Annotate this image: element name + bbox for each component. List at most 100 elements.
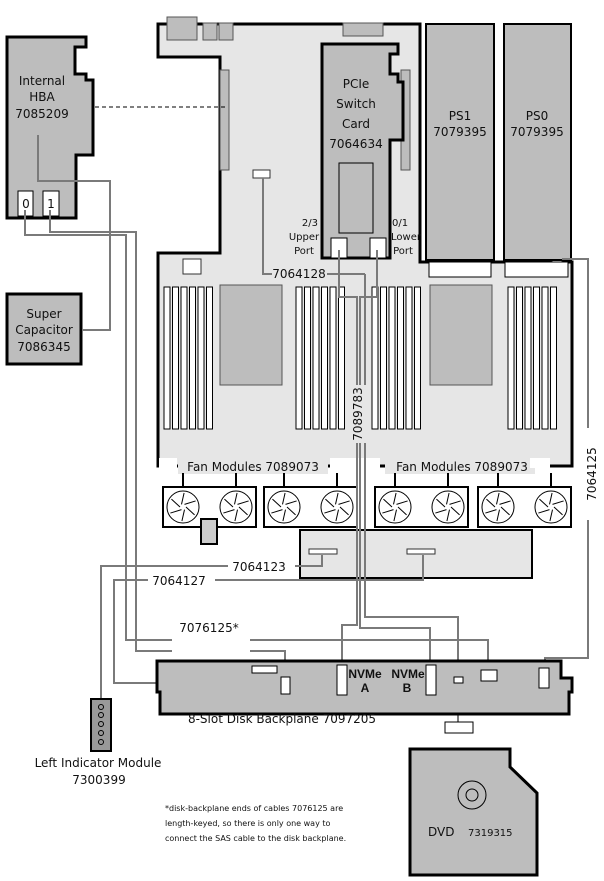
pcie-part: 7064634 [329, 137, 382, 151]
fan-blade [325, 498, 335, 508]
disk-backplane [155, 659, 574, 716]
fan-blade [382, 509, 394, 514]
pcie-label-1: PCIe [343, 77, 370, 91]
cable-label-7076125: 7076125* [179, 621, 238, 635]
fan-icon [431, 490, 465, 524]
fan-blade [446, 509, 450, 522]
fan-blade [224, 498, 234, 508]
lower-port-label: 0/1 [392, 218, 408, 229]
fan-icon [166, 490, 200, 524]
cable-7064125 [562, 258, 589, 428]
dimm-slot [405, 286, 413, 430]
fan-blade [170, 509, 182, 514]
fan-blade [539, 498, 549, 508]
fan-blade [435, 509, 447, 514]
hba-label-2: HBA [29, 90, 55, 104]
dvd-part: 7319315 [468, 828, 513, 839]
dimm-slot [371, 286, 379, 430]
cable-label-7064128: 7064128 [272, 267, 325, 281]
fan-blade [393, 509, 397, 522]
fan-label-bg [178, 458, 328, 474]
rear-connector [342, 22, 384, 37]
dimm-slot [172, 286, 179, 430]
cable-7064123 [295, 555, 323, 567]
dimm-slot [380, 286, 387, 430]
ps1-name: PS1 [449, 109, 472, 123]
indicator-leds [98, 704, 104, 745]
backplane-label: 8-Slot Disk Backplane 7097205 [188, 712, 376, 726]
cable-7064125 [544, 520, 589, 675]
nvme-a-label: A [361, 681, 370, 695]
footnote-line: length-keyed, so there is only one way t… [165, 819, 330, 828]
fan-blade [549, 492, 553, 505]
ps0-connector [504, 261, 569, 278]
internal-hba [5, 35, 95, 220]
nvme-a-connector [336, 664, 348, 696]
fan-blade [496, 509, 500, 522]
pcie-label-3: Card [342, 117, 370, 131]
fan-icon [219, 490, 253, 524]
fan-blade [549, 509, 553, 522]
dimm-slot [295, 286, 303, 430]
hba-label-1: Internal [19, 74, 65, 88]
dimm-slot [338, 286, 345, 430]
backplane-connector [453, 676, 464, 684]
fan-blade [397, 506, 407, 516]
dimm-slot [312, 286, 320, 430]
fan-blade [450, 506, 460, 516]
dimm-slot [516, 286, 523, 430]
backplane-connector [480, 669, 498, 682]
supercap-part: 7086345 [17, 340, 70, 354]
cable-label-7064127: 7064127 [152, 574, 205, 588]
dimm-slot [189, 286, 196, 430]
footnote-line: connect the SAS cable to the disk backpl… [165, 834, 346, 843]
ps1 [425, 23, 495, 261]
fan-blade [338, 500, 350, 505]
fan-blade [383, 498, 393, 508]
fan-blade [234, 509, 238, 522]
dvd-connector [444, 721, 474, 734]
fan-blade [500, 506, 510, 516]
fan-blade [285, 500, 297, 505]
dvd-disc-icon [457, 780, 487, 810]
lim-label: Left Indicator Module [35, 756, 162, 770]
ps0-name: PS0 [526, 109, 549, 123]
dimm-slot [304, 286, 311, 430]
backplane-connector [538, 667, 550, 689]
fan-blade [237, 500, 249, 505]
fan-blade [553, 506, 563, 516]
fan-blade [282, 492, 286, 505]
fan-blade [181, 492, 185, 505]
dimm-slot [206, 286, 213, 430]
fan-blade [393, 492, 397, 505]
cpu-1 [429, 284, 493, 386]
rear-connector [218, 22, 234, 41]
fan-blade [446, 492, 450, 505]
supercap-label-1: Super [26, 307, 61, 321]
fan-label-bg [385, 458, 535, 474]
dimm-slot [397, 286, 404, 430]
dimm-slot [388, 286, 396, 430]
dimm-slot [550, 286, 557, 430]
fan-blade [496, 492, 500, 505]
ps0 [503, 23, 572, 261]
lower-port-label: Lower [391, 232, 422, 243]
cpu-0 [219, 284, 283, 386]
fan-blade [238, 506, 248, 516]
fan-blade [184, 500, 196, 505]
cable-7089783 [338, 250, 358, 665]
fan-blade [499, 500, 511, 505]
dimm-slot [163, 286, 171, 430]
fan-connector [308, 548, 338, 555]
pcie-chip [338, 162, 374, 234]
upper-port-label: Upper [289, 232, 320, 243]
fan-icon [320, 490, 354, 524]
fan-blade [282, 509, 286, 522]
fan-connector-block [200, 518, 218, 545]
cable-7076125 [24, 210, 172, 641]
dimm-slot [524, 286, 532, 430]
fan-blade [339, 506, 349, 516]
dimm-slot [541, 286, 549, 430]
left-indicator-module [90, 698, 112, 752]
